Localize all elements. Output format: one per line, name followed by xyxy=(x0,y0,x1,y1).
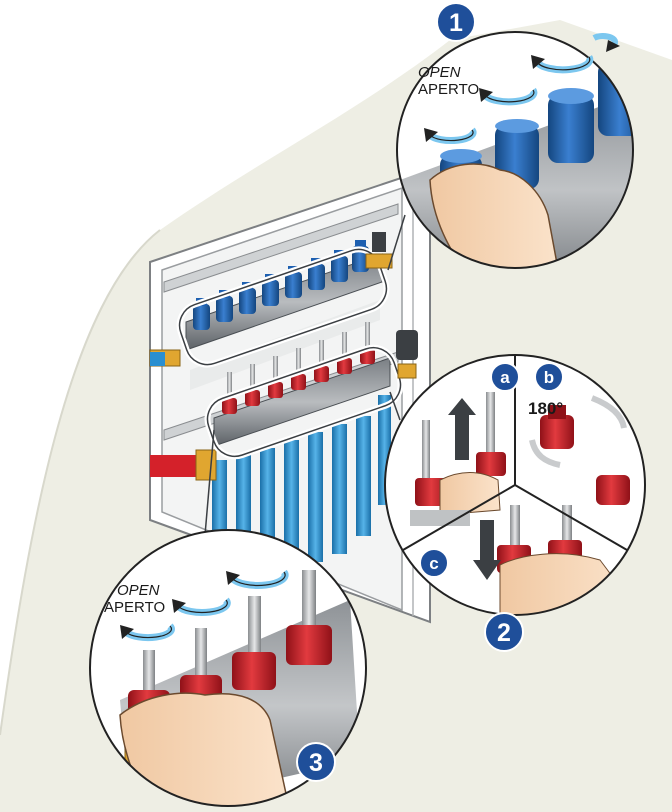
sector-b xyxy=(529,395,630,505)
rotate-arrow-icon xyxy=(172,597,231,616)
red-valve xyxy=(245,364,260,406)
svg-text:1: 1 xyxy=(449,9,463,37)
callout-step-2 xyxy=(384,354,646,616)
open-label-1: OPEN xyxy=(418,64,461,81)
return-manifold xyxy=(150,322,391,481)
aperto-label-1: APERTO xyxy=(418,81,479,98)
step-badge-b: b xyxy=(534,362,564,392)
rotate-arrow-icon xyxy=(479,87,538,106)
air-vent xyxy=(365,232,418,379)
lower-arrow-icon xyxy=(473,520,501,580)
step-badge-3: 3 xyxy=(296,742,336,782)
blue-cap xyxy=(548,88,594,163)
svg-text:a: a xyxy=(500,368,510,387)
callout-line-2 xyxy=(389,391,401,421)
red-valve xyxy=(268,356,283,398)
aperto-label-3: APERTO xyxy=(104,599,165,616)
rotate-arrow-icon xyxy=(590,395,627,429)
valve-spindle xyxy=(232,596,276,690)
svg-text:2: 2 xyxy=(497,619,511,647)
callout-line-1 xyxy=(387,214,406,271)
svg-text:3: 3 xyxy=(309,749,323,777)
red-supply-pipe xyxy=(150,455,210,477)
red-valve xyxy=(291,348,306,390)
rotate-arrow-icon xyxy=(529,439,561,468)
rotate-arrow-icon xyxy=(531,55,594,74)
callout-line-3 xyxy=(204,429,215,536)
svg-text:c: c xyxy=(429,554,438,573)
valve-spindle xyxy=(286,570,332,665)
lift-arrow-icon xyxy=(448,398,476,460)
wall-edge xyxy=(0,229,161,736)
rotate-arrow-icon xyxy=(592,32,620,52)
red-valve xyxy=(222,372,237,414)
svg-text:b: b xyxy=(544,368,554,387)
rotate-arrow-icon xyxy=(120,623,175,642)
step-badge-a: a xyxy=(490,362,520,392)
sector-a xyxy=(415,392,506,516)
red-valve xyxy=(337,332,352,374)
rotate-arrow-icon xyxy=(424,127,477,145)
sector-c xyxy=(410,505,631,615)
step-badge-c: c xyxy=(419,548,449,578)
rotation-angle-label: 180° xyxy=(528,399,563,418)
rotate-arrow-icon xyxy=(226,569,289,589)
step-badge-1: 1 xyxy=(436,2,476,42)
step-badge-2: 2 xyxy=(484,612,524,652)
hand xyxy=(429,163,561,268)
red-valve xyxy=(314,340,329,382)
open-label-3: OPEN xyxy=(117,582,160,599)
